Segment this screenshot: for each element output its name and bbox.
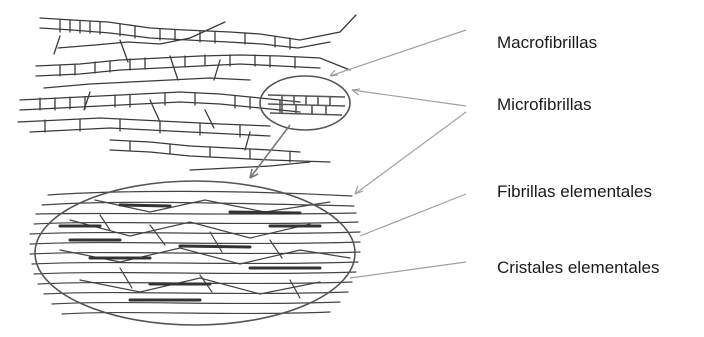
label-microfibrillas: Microfibrillas bbox=[497, 95, 591, 115]
arrowhead-microfibrillas-upper bbox=[352, 89, 360, 95]
leader-fibrillas-elementales bbox=[360, 194, 466, 236]
arrowhead-macrofibrillas bbox=[330, 70, 338, 76]
leader-lines bbox=[330, 30, 466, 278]
label-fibrillas-elementales: Fibrillas elementales bbox=[497, 182, 652, 202]
leader-macrofibrillas bbox=[330, 30, 466, 76]
leader-microfibrillas-lower bbox=[355, 112, 466, 194]
elementary-fibril-bundle bbox=[30, 191, 360, 314]
leader-cristales-elementales bbox=[350, 262, 466, 278]
leader-microfibrillas-upper bbox=[352, 90, 466, 106]
label-cristales-elementales: Cristales elementales bbox=[497, 258, 660, 278]
macrofibril-bundle bbox=[18, 15, 356, 170]
label-macrofibrillas: Macrofibrillas bbox=[497, 33, 597, 53]
